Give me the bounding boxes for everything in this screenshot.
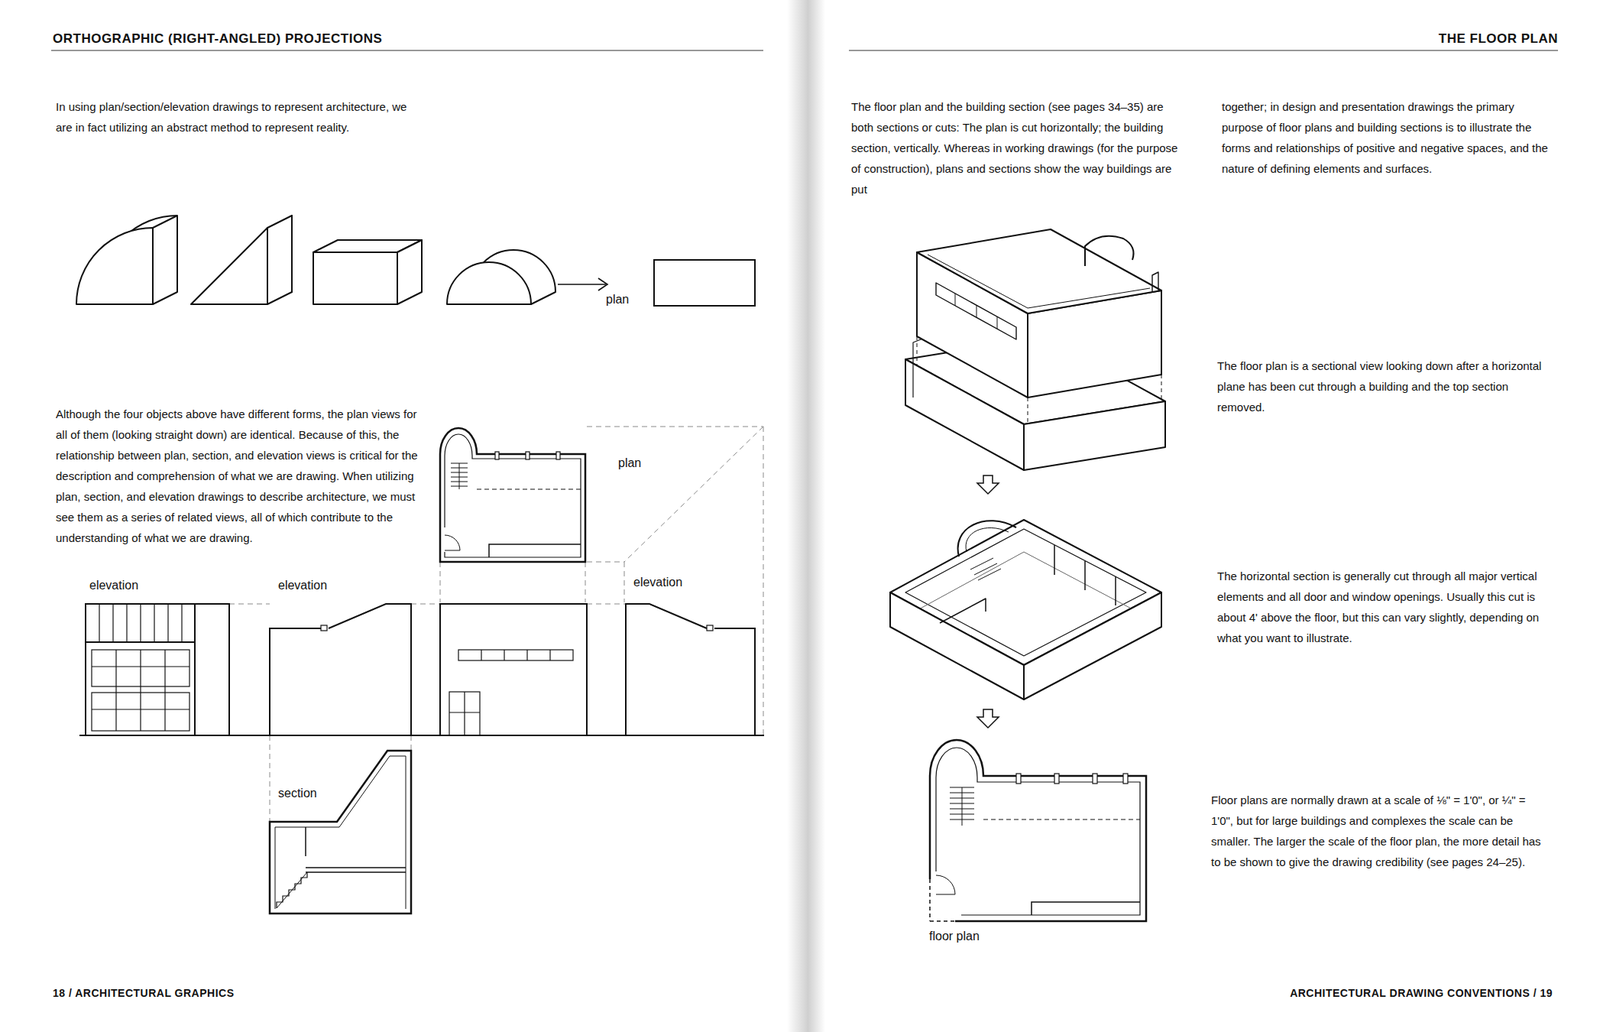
drawing-label: elevation [87, 577, 141, 594]
plan-arrow [557, 278, 608, 291]
body-text: The floor plan is a sectional view looki… [1217, 355, 1546, 418]
header-rules [51, 50, 1558, 52]
section-drawing [269, 750, 412, 914]
drawing-label: section [275, 785, 320, 802]
body-text: The horizontal section is generally cut … [1217, 565, 1546, 648]
isometric-cut-plan [890, 519, 1162, 700]
projection-lines [229, 426, 764, 822]
floor-plan-drawing [929, 739, 1147, 921]
body-text: The floor plan and the building section … [851, 96, 1180, 200]
page-heading: THE FLOOR PLAN [1438, 30, 1558, 48]
page-footer: ARCHITECTURAL DRAWING CONVENTIONS / 19 [1289, 985, 1553, 1000]
isometric-building [905, 229, 1166, 470]
solid-objects [76, 215, 556, 305]
elevation-drawings [79, 603, 765, 736]
page-footer: 18 / ARCHITECTURAL GRAPHICS [52, 985, 235, 1000]
page-gutter [787, 0, 826, 1032]
body-text: In using plan/section/elevation drawings… [55, 96, 423, 138]
plan-rectangle [654, 259, 755, 306]
drawing-label: elevation [275, 577, 330, 594]
drawing-label: plan [615, 455, 644, 472]
body-text: Floor plans are normally drawn at a scal… [1211, 789, 1548, 872]
body-text: Although the four objects above have dif… [55, 403, 427, 548]
drawing-label: floor plan [926, 928, 982, 945]
drawing-label: elevation [631, 574, 685, 591]
page-heading: ORTHOGRAPHIC (RIGHT-ANGLED) PROJECTIONS [52, 30, 383, 48]
plan-drawing [440, 427, 586, 562]
drawing-label: plan [603, 291, 632, 308]
body-text: together; in design and presentation dra… [1221, 96, 1559, 179]
